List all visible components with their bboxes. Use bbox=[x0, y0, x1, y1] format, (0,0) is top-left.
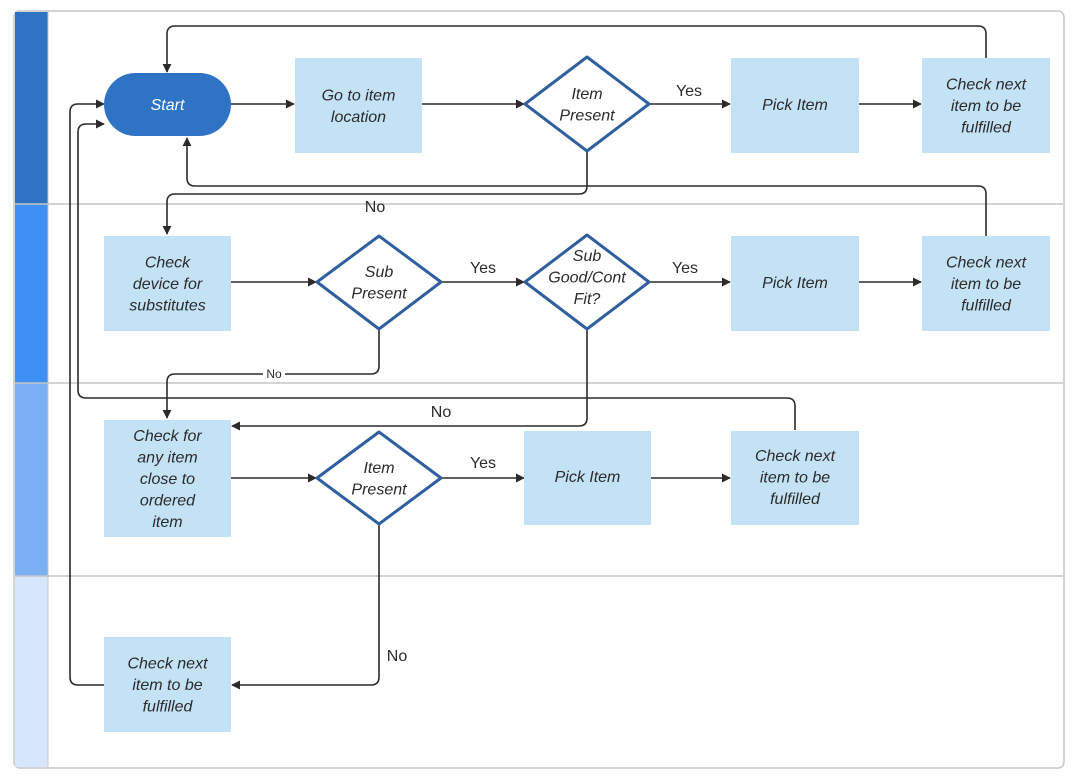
process-pick-item-1-label: Pick Item bbox=[762, 97, 828, 114]
node-label-line: item to be bbox=[132, 677, 202, 694]
node-label-line: Sub bbox=[573, 248, 602, 265]
decision-item-present-2 bbox=[315, 430, 443, 526]
node-label-line: item to be bbox=[951, 98, 1021, 115]
node-label-line: fulfilled bbox=[961, 298, 1012, 315]
node-label-line: fulfilled bbox=[143, 699, 194, 716]
node-label-line: Present bbox=[559, 107, 615, 124]
connectors bbox=[69, 25, 987, 690]
edge-label-no-2-bg bbox=[263, 367, 285, 381]
start-node bbox=[104, 73, 231, 136]
process-check-next-1-label: Check next item to be fulfilled bbox=[946, 77, 1027, 137]
edge-label-yes-4: Yes bbox=[470, 455, 496, 472]
process-check-next-3-label: Check next item to be fulfilled bbox=[755, 448, 836, 508]
process-check-next-2 bbox=[922, 236, 1050, 331]
edge-check-next-1-to-start bbox=[162, 25, 987, 73]
node-label-line: item to be bbox=[760, 470, 830, 487]
process-pick-item-2-label: Pick Item bbox=[762, 275, 828, 292]
node-label-line: Check next bbox=[127, 656, 208, 673]
node-label-line: ordered bbox=[140, 493, 196, 510]
edge-label-yes-1: Yes bbox=[676, 83, 702, 100]
lane-header-2 bbox=[15, 204, 48, 383]
process-check-next-4-label: Check next item to be fulfilled bbox=[127, 656, 208, 716]
node-label-line: fulfilled bbox=[961, 120, 1012, 137]
node-label-line: any item bbox=[137, 450, 197, 467]
edge-label-no-4: No bbox=[387, 648, 408, 665]
node-label-line: substitutes bbox=[129, 298, 205, 315]
process-pick-item-2 bbox=[731, 236, 859, 331]
edge-label-no-2: No bbox=[266, 367, 282, 381]
start-node-label: Start bbox=[151, 97, 185, 114]
node-label-line: Sub bbox=[365, 264, 394, 281]
process-check-next-1 bbox=[922, 58, 1050, 153]
edge-good-fit-no bbox=[231, 330, 588, 431]
lane-header-4 bbox=[15, 576, 48, 767]
node-label-line: item to be bbox=[951, 276, 1021, 293]
node-label-line: Fit? bbox=[574, 291, 601, 308]
edge-item-present-no bbox=[162, 152, 588, 235]
process-check-next-2-label: Check next item to be fulfilled bbox=[946, 255, 1027, 315]
process-go-to-location bbox=[295, 58, 422, 153]
lane-header-3 bbox=[15, 383, 48, 576]
process-check-close-item bbox=[104, 420, 231, 537]
process-check-next-3 bbox=[731, 431, 859, 525]
node-label-line: Check for bbox=[133, 428, 202, 445]
node-label-line: Check next bbox=[755, 448, 836, 465]
edge-label-yes-2: Yes bbox=[470, 260, 496, 277]
edge-check-next-3-to-start bbox=[77, 119, 796, 430]
node-label-line: close to bbox=[140, 471, 195, 488]
edge-label-no-1: No bbox=[365, 199, 386, 216]
node-label-line: Present bbox=[351, 285, 407, 302]
node-label-line: Item bbox=[571, 86, 602, 103]
decision-sub-good-fit bbox=[523, 233, 651, 331]
node-label-line: Check bbox=[145, 255, 191, 272]
node-label-line: fulfilled bbox=[770, 491, 821, 508]
node-label-line: Present bbox=[351, 481, 407, 498]
decision-item-present-1 bbox=[523, 55, 651, 153]
node-label-line: Good/Cont bbox=[548, 270, 626, 287]
edge-label-no-3: No bbox=[431, 404, 452, 421]
node-label-line: Check next bbox=[946, 255, 1027, 272]
process-check-next-4 bbox=[104, 637, 231, 732]
process-pick-item-3 bbox=[524, 431, 651, 525]
process-check-device-label: Check device for substitutes bbox=[129, 255, 205, 315]
lane-header-1 bbox=[15, 12, 48, 204]
node-label-line: location bbox=[331, 109, 386, 126]
process-go-to-location-label: Go to item location bbox=[322, 87, 396, 126]
process-pick-item-3-label: Pick Item bbox=[555, 469, 621, 486]
edge-item-present-2-no bbox=[231, 525, 380, 690]
process-check-device bbox=[104, 236, 231, 331]
diagram-frame bbox=[13, 10, 1065, 769]
node-label-line: item bbox=[152, 514, 182, 531]
process-pick-item-1 bbox=[731, 58, 859, 153]
node-label-line: Check next bbox=[946, 77, 1027, 94]
node-label-line: device for bbox=[133, 276, 203, 293]
node-label-line: Go to item bbox=[322, 87, 396, 104]
decision-sub-present bbox=[315, 234, 443, 331]
edge-check-next-4-to-start bbox=[69, 99, 105, 686]
node-label-line: Item bbox=[363, 460, 394, 477]
edge-label-yes-3: Yes bbox=[672, 260, 698, 277]
process-check-close-item-label: Check for any item close to ordered item bbox=[133, 428, 202, 531]
